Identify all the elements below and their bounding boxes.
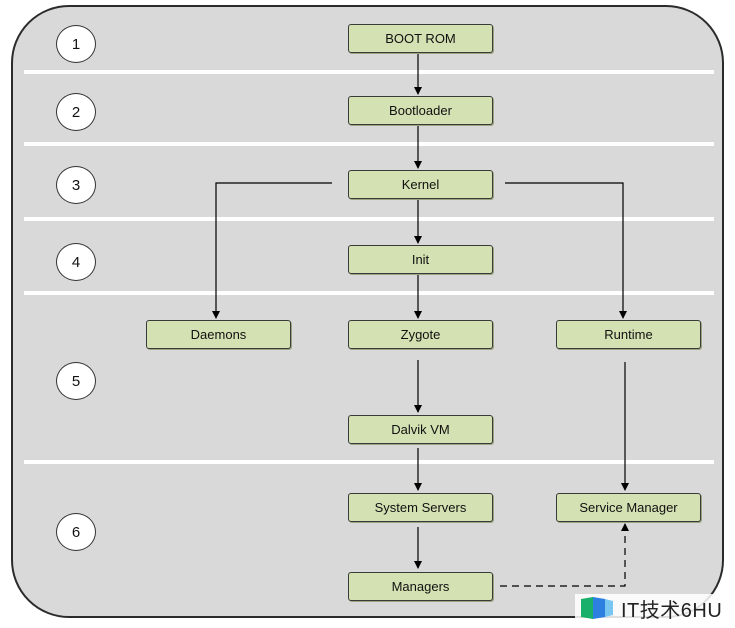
watermark: IT技术6HU: [575, 594, 727, 622]
divider-4: [24, 291, 714, 295]
node-boot-rom: BOOT ROM: [348, 24, 493, 53]
node-runtime: Runtime: [556, 320, 701, 349]
arrow-kernel-to-daemons: [212, 182, 332, 319]
stage-1-label: 1: [56, 25, 96, 63]
stage-2-label: 2: [56, 93, 96, 131]
node-daemons: Daemons: [146, 320, 291, 349]
divider-2: [24, 142, 714, 146]
stage-3-label: 3: [56, 166, 96, 204]
node-system-servers: System Servers: [348, 493, 493, 522]
node-bootloader: Bootloader: [348, 96, 493, 125]
watermark-text: IT技术6HU: [621, 599, 723, 622]
stage-4-label: 4: [56, 243, 96, 281]
node-dalvik-vm: Dalvik VM: [348, 415, 493, 444]
stage-5-label: 5: [56, 362, 96, 400]
stage-6-label: 6: [56, 513, 96, 551]
divider-3: [24, 217, 714, 221]
node-init: Init: [348, 245, 493, 274]
node-zygote: Zygote: [348, 320, 493, 349]
arrow-managers-to-servicemanager: [500, 523, 629, 587]
watermark-logo-icon: [581, 597, 613, 619]
node-managers: Managers: [348, 572, 493, 601]
arrow-kernel-to-runtime: [505, 182, 627, 319]
node-kernel: Kernel: [348, 170, 493, 199]
node-service-manager: Service Manager: [556, 493, 701, 522]
divider-5: [24, 460, 714, 464]
divider-1: [24, 70, 714, 74]
